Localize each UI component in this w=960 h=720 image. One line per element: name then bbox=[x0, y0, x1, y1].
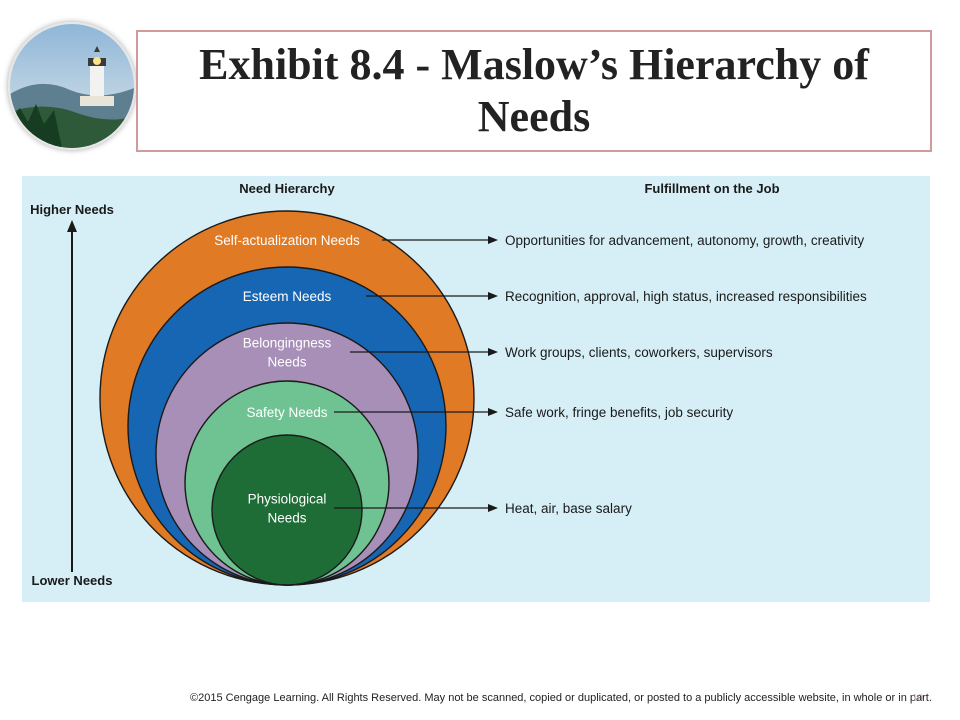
fulfillment-text-3: Work groups, clients, coworkers, supervi… bbox=[505, 345, 773, 360]
connector-arrows bbox=[334, 236, 498, 512]
up-arrow-icon bbox=[67, 220, 77, 232]
arrow-head-icon bbox=[488, 236, 498, 244]
lighthouse-icon bbox=[10, 24, 134, 148]
level-label-1: Self-actualization Needs bbox=[214, 233, 360, 248]
slide-title: Exhibit 8.4 - Maslow’s Hierarchy of Need… bbox=[199, 40, 869, 141]
title-box: Exhibit 8.4 - Maslow’s Hierarchy of Need… bbox=[136, 30, 932, 152]
need-hierarchy-header: Need Hierarchy bbox=[239, 181, 335, 196]
level-label-4: Safety Needs bbox=[246, 405, 327, 420]
higher-needs-label: Higher Needs bbox=[30, 202, 114, 217]
arrow-head-icon bbox=[488, 504, 498, 512]
level-circle-5 bbox=[211, 434, 363, 586]
diagram-canvas: Need Hierarchy Fulfillment on the Job Hi… bbox=[30, 181, 867, 588]
arrow-head-icon bbox=[488, 348, 498, 356]
lower-needs-label: Lower Needs bbox=[32, 573, 113, 588]
fulfillment-header: Fulfillment on the Job bbox=[644, 181, 779, 196]
lighthouse-logo bbox=[8, 22, 136, 150]
copyright-footer: ©2015 Cengage Learning. All Rights Reser… bbox=[190, 692, 932, 704]
fulfillment-text-1: Opportunities for advancement, autonomy,… bbox=[505, 233, 864, 248]
fulfillment-labels: Opportunities for advancement, autonomy,… bbox=[505, 233, 867, 516]
fulfillment-text-5: Heat, air, base salary bbox=[505, 501, 632, 516]
arrow-head-icon bbox=[488, 408, 498, 416]
fulfillment-text-4: Safe work, fringe benefits, job security bbox=[505, 405, 733, 420]
page-number: 10 bbox=[912, 692, 923, 704]
arrow-head-icon bbox=[488, 292, 498, 300]
maslow-diagram: Need Hierarchy Fulfillment on the Job Hi… bbox=[22, 176, 930, 602]
level-label-2: Esteem Needs bbox=[243, 289, 332, 304]
needs-circles bbox=[99, 210, 475, 586]
fulfillment-text-2: Recognition, approval, high status, incr… bbox=[505, 289, 867, 304]
